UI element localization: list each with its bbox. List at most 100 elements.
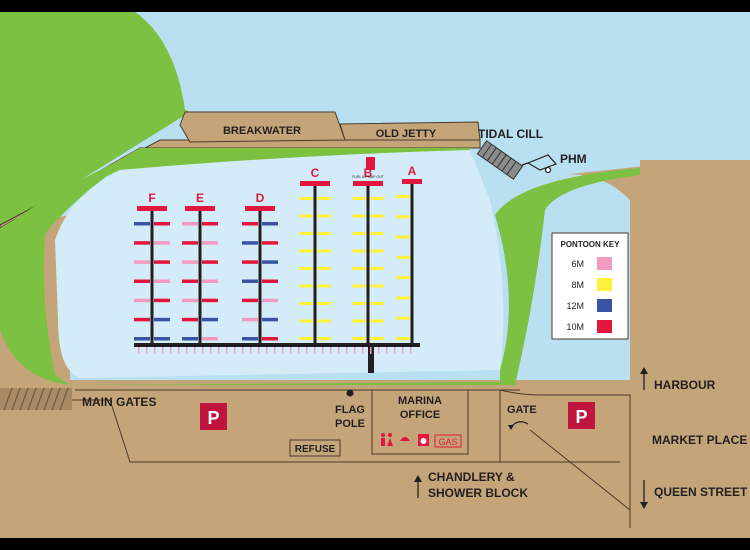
gas-box: [434, 434, 462, 448]
walkway-finger: [298, 347, 300, 354]
pontoon-b: [366, 185, 370, 345]
walkway-finger: [234, 347, 236, 354]
berth-finger: [396, 316, 410, 320]
walkway-finger: [242, 347, 244, 354]
berth-finger: [299, 197, 313, 200]
key-label: 12M: [566, 301, 584, 311]
arrow-up-icon: [414, 475, 422, 498]
berth-finger: [299, 249, 313, 253]
walkway-finger: [322, 347, 324, 354]
berth-finger: [352, 197, 366, 200]
berth-finger: [182, 337, 198, 341]
berth-finger: [396, 276, 410, 280]
pontoon-f: [150, 210, 154, 345]
berth-finger: [299, 284, 313, 288]
berth-finger: [370, 249, 384, 253]
berth-finger: [242, 337, 258, 341]
berth-finger: [352, 267, 366, 270]
pontoon-label-e: E: [196, 191, 204, 205]
berth-finger: [352, 232, 366, 235]
berth-finger: [262, 317, 278, 322]
walkway-finger: [266, 347, 268, 354]
berth-finger: [134, 298, 150, 303]
berth-finger: [242, 317, 258, 322]
marina-office: [371, 389, 469, 455]
walkway-finger: [346, 347, 348, 354]
berth-finger: [154, 222, 170, 226]
berth-finger: [154, 337, 170, 341]
berth-finger: [134, 241, 150, 245]
walkway-finger: [146, 347, 148, 354]
pontoon-label-f: F: [148, 191, 155, 205]
walkway-finger: [354, 347, 356, 354]
berth-finger: [242, 222, 258, 226]
marina-office-label-1: MARINA: [398, 395, 442, 407]
pontoon-d: [258, 210, 262, 345]
gangway: [368, 343, 374, 373]
berth-finger: [134, 222, 150, 226]
berth-finger: [396, 296, 410, 300]
market-place-label: MARKET PLACE: [652, 433, 747, 447]
walkway-finger: [306, 347, 308, 354]
berth-finger: [242, 241, 258, 245]
berth-finger: [202, 260, 218, 264]
key-swatch-yellow: [597, 278, 612, 291]
walkway-finger: [162, 347, 164, 354]
pontoon-e: [198, 210, 202, 345]
berth-finger: [182, 241, 198, 245]
berth-finger: [396, 235, 410, 239]
berth-finger: [262, 337, 278, 341]
berth-finger: [134, 317, 150, 322]
berth-finger: [202, 337, 218, 341]
pontoon-head-d: [245, 206, 275, 211]
chandlery-label-1: CHANDLERY &: [428, 470, 515, 484]
main-gates-label: MAIN GATES: [82, 395, 156, 409]
berth-finger: [202, 298, 218, 303]
berth-finger: [352, 284, 366, 288]
walkway-finger: [258, 347, 260, 354]
walkway-finger: [250, 347, 252, 354]
berth-finger: [262, 222, 278, 226]
berth-finger: [317, 232, 331, 235]
walkway-finger: [330, 347, 332, 354]
parking-left-label: P: [207, 408, 219, 428]
berth-finger: [262, 298, 278, 303]
pontoon-head-a: [402, 179, 422, 184]
walkway-finger: [282, 347, 284, 354]
land: [0, 160, 750, 538]
old-jetty-label: OLD JETTY: [376, 128, 437, 140]
walkway-finger: [218, 347, 220, 354]
quay-corner: [640, 160, 750, 200]
key-swatch-pink: [597, 257, 612, 270]
walkway-finger: [314, 347, 316, 354]
berth-finger: [154, 241, 170, 245]
toilets-icon: [381, 433, 393, 446]
berth-finger: [299, 337, 313, 340]
berth-finger: [182, 260, 198, 264]
walkway-finger: [210, 347, 212, 354]
berth-finger: [370, 214, 384, 218]
berth-finger: [242, 260, 258, 264]
berth-finger: [134, 337, 150, 341]
harbour-arrow-icon: [640, 367, 648, 390]
pontoon-label-a: A: [408, 164, 417, 178]
berth-finger: [396, 215, 410, 219]
berth-finger: [352, 249, 366, 253]
berth-finger: [299, 267, 313, 270]
queen-street-label: QUEEN STREET: [654, 485, 748, 499]
refuse-box: [289, 439, 341, 457]
tidal-cill: [476, 140, 524, 180]
walkway-finger: [138, 347, 140, 354]
berth-finger: [202, 317, 218, 322]
chandlery-label-2: SHOWER BLOCK: [428, 486, 528, 500]
fuel-pump-out-label: FUEL & PUMP OUT: [352, 175, 384, 179]
key-label: 6M: [571, 259, 584, 269]
harbour-label: HARBOUR: [654, 378, 716, 392]
berth-finger: [317, 197, 331, 200]
walkway-finger: [186, 347, 188, 354]
walkway-finger: [338, 347, 340, 354]
walkway-finger: [226, 347, 228, 354]
key-label: 10M: [566, 322, 584, 332]
berth-finger: [317, 214, 331, 218]
